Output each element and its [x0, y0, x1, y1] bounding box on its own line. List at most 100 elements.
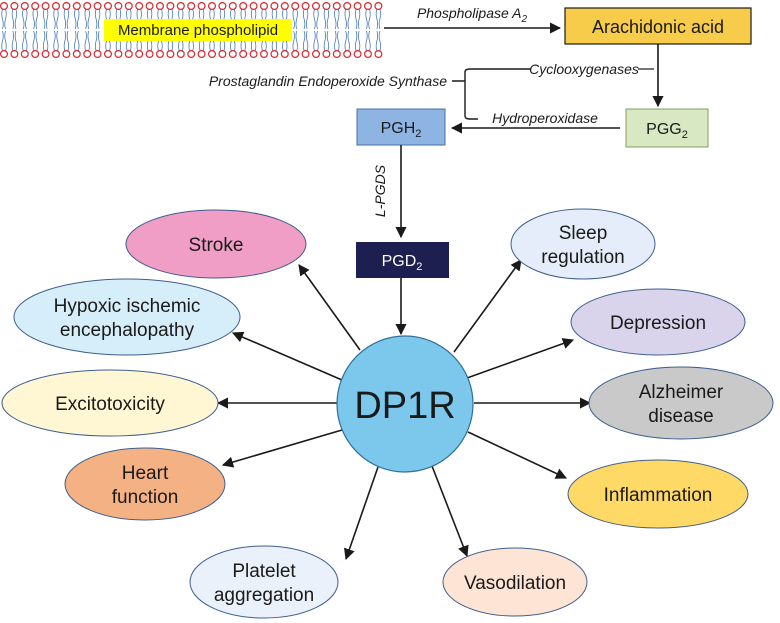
pgg2-box: [625, 108, 709, 148]
lpgds-label: L-PGDS: [372, 164, 388, 217]
arrow-to-inflammation: [467, 431, 568, 479]
lipid-tail: [11, 8, 18, 30]
lipid-tail: [292, 8, 298, 30]
lipid-head: [218, 49, 227, 58]
lipid-head: [83, 49, 92, 58]
heart-label: function: [112, 487, 179, 508]
arrow-to-heart: [221, 429, 343, 468]
pges-bracket: [452, 68, 531, 120]
lipid-tail: [323, 8, 330, 30]
lipid-tail: [313, 8, 319, 30]
lipid-head: [124, 49, 133, 58]
arrow-to-stroke: [298, 264, 361, 351]
sleep-ellipse: [510, 208, 656, 280]
lipid-tail: [334, 30, 340, 52]
lipid-head: [20, 49, 29, 58]
lipid-tail: [53, 30, 59, 52]
lipid-head: [0, 50, 8, 58]
sleep-label: regulation: [541, 247, 624, 268]
pgg2-label: PGG2: [646, 121, 688, 141]
lipid-tail: [334, 8, 340, 30]
lipid-head: [260, 49, 269, 58]
arrow-to-vasodilation: [431, 465, 469, 558]
lipid-head: [239, 49, 248, 58]
lipid-tail: [302, 30, 309, 52]
lipid-head: [332, 49, 341, 58]
sleep-label: Sleep: [559, 223, 608, 244]
lipid-tail: [354, 30, 361, 52]
arrow-to-hie: [231, 331, 343, 381]
lipid-head: [145, 49, 154, 58]
vasodilation-label: Vasodilation: [464, 573, 566, 594]
lipid-tail: [42, 30, 49, 52]
arachidonic-acid-label: Arachidonic acid: [592, 17, 724, 37]
dp1r-label: DP1R: [354, 385, 455, 427]
arrow-to-sleep: [453, 259, 522, 353]
alzheimer-ellipse: [588, 366, 774, 440]
membrane-label-bg: [104, 19, 292, 41]
lipid-tail: [63, 30, 70, 52]
lipid-tail: [292, 30, 298, 52]
lipid-tail: [32, 30, 38, 52]
lipid-head: [176, 1, 185, 11]
lipid-head: [41, 1, 50, 11]
lipid-tail: [11, 30, 18, 52]
lipid-head: [187, 49, 196, 58]
lipid-head: [93, 49, 102, 58]
lipid-head: [301, 1, 310, 11]
lipid-head: [31, 49, 40, 58]
membrane-bilayer: [0, 1, 383, 58]
excitotoxicity-label: Excitotoxicity: [55, 394, 165, 415]
lipid-head: [374, 1, 383, 11]
lipid-head: [364, 49, 373, 58]
lipid-tail: [1, 8, 7, 30]
lipid-head: [291, 49, 300, 58]
lipid-head: [249, 1, 258, 11]
lipid-head: [218, 1, 227, 11]
lipid-head: [176, 49, 185, 58]
pgh2-label: PGH2: [381, 120, 422, 140]
lipid-head: [291, 1, 300, 11]
hie-label: Hypoxic ischemic: [54, 296, 201, 317]
lipid-head: [41, 49, 50, 58]
arrow-to-platelet: [344, 466, 379, 561]
lipid-head: [322, 49, 331, 58]
lipid-head: [72, 49, 81, 58]
lipid-tail: [94, 8, 101, 30]
lipid-tail: [1, 30, 7, 52]
lipid-tail: [344, 30, 350, 52]
lipid-head: [208, 1, 217, 11]
lipid-head: [312, 49, 321, 58]
platelet-ellipse: [189, 545, 339, 619]
lipid-tail: [74, 8, 80, 30]
lipid-head: [114, 1, 123, 11]
lipid-tail: [323, 30, 330, 52]
lipid-tail: [22, 8, 28, 30]
membrane-label: Membrane phospholipid: [118, 22, 278, 39]
stroke-label: Stroke: [189, 235, 244, 256]
lipid-tail: [94, 30, 101, 52]
lipid-head: [20, 1, 29, 11]
lipid-head: [239, 1, 248, 11]
alzheimer-label: disease: [648, 406, 714, 427]
lipid-head: [124, 1, 133, 11]
lipid-head: [156, 1, 165, 11]
lipid-head: [374, 49, 383, 58]
lipid-head: [145, 1, 154, 11]
lipid-tail: [313, 30, 319, 52]
platelet-label: aggregation: [214, 585, 314, 606]
inflammation-label: Inflammation: [604, 485, 713, 506]
lipid-head: [187, 1, 196, 11]
lipid-head: [353, 49, 362, 58]
lipid-head: [166, 1, 175, 11]
lipid-head: [332, 1, 341, 11]
lipid-head: [197, 49, 206, 58]
lipid-head: [156, 49, 165, 58]
lipid-head: [31, 1, 40, 11]
lipid-tail: [375, 30, 382, 52]
lipid-tail: [53, 8, 59, 30]
lipid-head: [280, 49, 289, 58]
hie-ellipse: [13, 278, 241, 356]
inflammation-ellipse: [567, 459, 749, 529]
